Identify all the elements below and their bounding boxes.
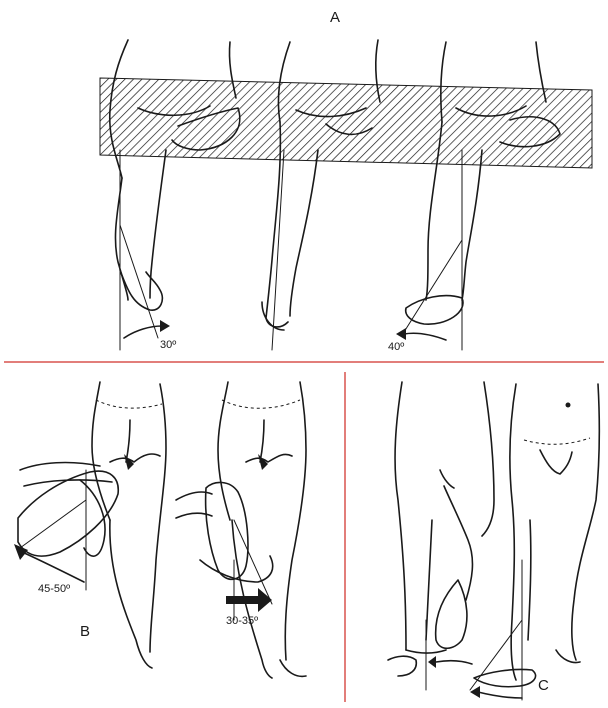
angle-a-left: 30º <box>160 339 176 351</box>
standing-figure-front <box>470 384 599 700</box>
angle-a-right: 40º <box>388 341 404 353</box>
angle-b-right: 30-35º <box>226 615 258 627</box>
panel-a-letter: A <box>330 9 340 26</box>
angle-b-left: 45-50º <box>38 583 70 595</box>
bench <box>100 78 592 168</box>
prone-figure-right: 30-35º <box>176 382 306 678</box>
panel-c-letter: C <box>538 677 549 694</box>
standing-figure-back <box>388 382 494 690</box>
panel-b-letter: B <box>80 623 90 640</box>
panel-a: A 30º <box>100 9 592 353</box>
panel-c: C <box>388 382 599 700</box>
panel-b: B 45-50º <box>14 382 306 678</box>
